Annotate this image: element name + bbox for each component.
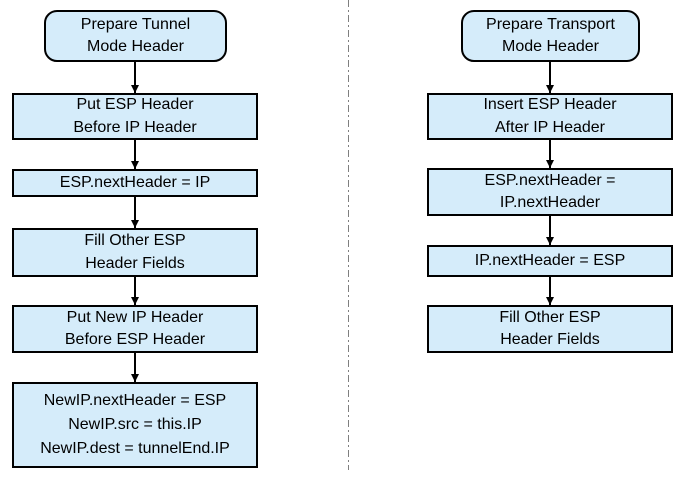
flow-arrow-down (546, 216, 554, 245)
process-node-ip-nextheader-esp: IP.nextHeader = ESP (427, 245, 673, 277)
node-label: Put New IP Header Before ESP Header (64, 308, 206, 348)
process-node-insert-esp-header: Insert ESP Header After IP Header (427, 93, 673, 140)
flow-arrow-down (131, 140, 139, 169)
arrow-head-icon (546, 237, 554, 245)
arrow-head-icon (131, 297, 139, 305)
arrow-head-icon (546, 297, 554, 305)
node-label: Fill Other ESP Header Fields (499, 308, 601, 348)
arrow-head-icon (131, 374, 139, 382)
column-divider (348, 0, 349, 470)
process-node-esp-nextheader-assignment: ESP.nextHeader = IP.nextHeader (427, 168, 673, 216)
flow-arrow-down (131, 353, 139, 382)
node-label: Prepare Transport Mode Header (486, 15, 615, 55)
process-node-fill-other-esp-fields: Fill Other ESP Header Fields (427, 305, 673, 353)
flow-arrow-down (131, 197, 139, 228)
node-label: NewIP.nextHeader = ESP NewIP.src = this.… (40, 392, 230, 457)
process-node-esp-nextheader-ip: ESP.nextHeader = IP (12, 169, 258, 197)
arrow-head-icon (546, 160, 554, 168)
node-label: IP.nextHeader = ESP (474, 251, 626, 269)
node-label: ESP.nextHeader = IP (59, 173, 211, 191)
flow-arrow-down (546, 277, 554, 305)
flow-arrow-down (131, 62, 139, 93)
process-node-fill-other-esp-fields: Fill Other ESP Header Fields (12, 228, 258, 277)
node-label: ESP.nextHeader = IP.nextHeader (484, 171, 616, 211)
node-label: Fill Other ESP Header Fields (84, 232, 186, 272)
start-node-transport-mode: Prepare Transport Mode Header (461, 10, 640, 62)
flow-arrow-down (546, 62, 554, 93)
node-label: Insert ESP Header After IP Header (483, 96, 617, 136)
process-node-put-new-ip-header: Put New IP Header Before ESP Header (12, 305, 258, 353)
process-node-put-esp-header: Put ESP Header Before IP Header (12, 93, 258, 140)
arrow-head-icon (131, 220, 139, 228)
flow-arrow-down (546, 140, 554, 168)
start-node-tunnel-mode: Prepare Tunnel Mode Header (44, 10, 227, 62)
arrow-head-icon (546, 85, 554, 93)
arrow-head-icon (131, 85, 139, 93)
process-node-newip-assignments: NewIP.nextHeader = ESP NewIP.src = this.… (12, 382, 258, 468)
node-label: Put ESP Header Before IP Header (73, 96, 197, 136)
flow-arrow-down (131, 277, 139, 305)
arrow-head-icon (131, 161, 139, 169)
node-label: Prepare Tunnel Mode Header (80, 15, 191, 55)
